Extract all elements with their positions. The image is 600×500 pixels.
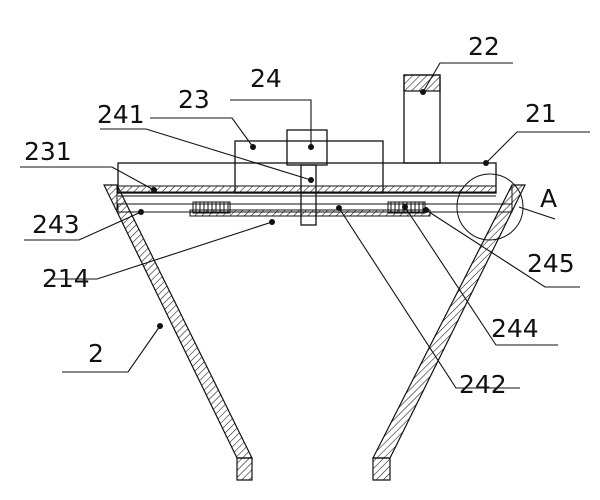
- label-23: 23: [178, 85, 210, 114]
- label-a: A: [540, 184, 557, 213]
- label-21: 21: [525, 99, 557, 128]
- label-22: 22: [468, 32, 500, 61]
- label-245: 245: [527, 249, 575, 278]
- pipe: [404, 75, 440, 163]
- label-244: 244: [491, 314, 539, 343]
- top-plate: [118, 163, 496, 196]
- reference-dots: [138, 89, 489, 329]
- label-231: 231: [24, 137, 72, 166]
- label-242: 242: [459, 370, 507, 399]
- label-24: 24: [250, 64, 282, 93]
- label-2: 2: [88, 339, 104, 368]
- slider-mechanism: [118, 202, 512, 216]
- label-243: 243: [32, 210, 80, 239]
- label-241: 241: [97, 100, 145, 129]
- label-214: 214: [42, 264, 90, 293]
- hopper-body: [104, 185, 525, 480]
